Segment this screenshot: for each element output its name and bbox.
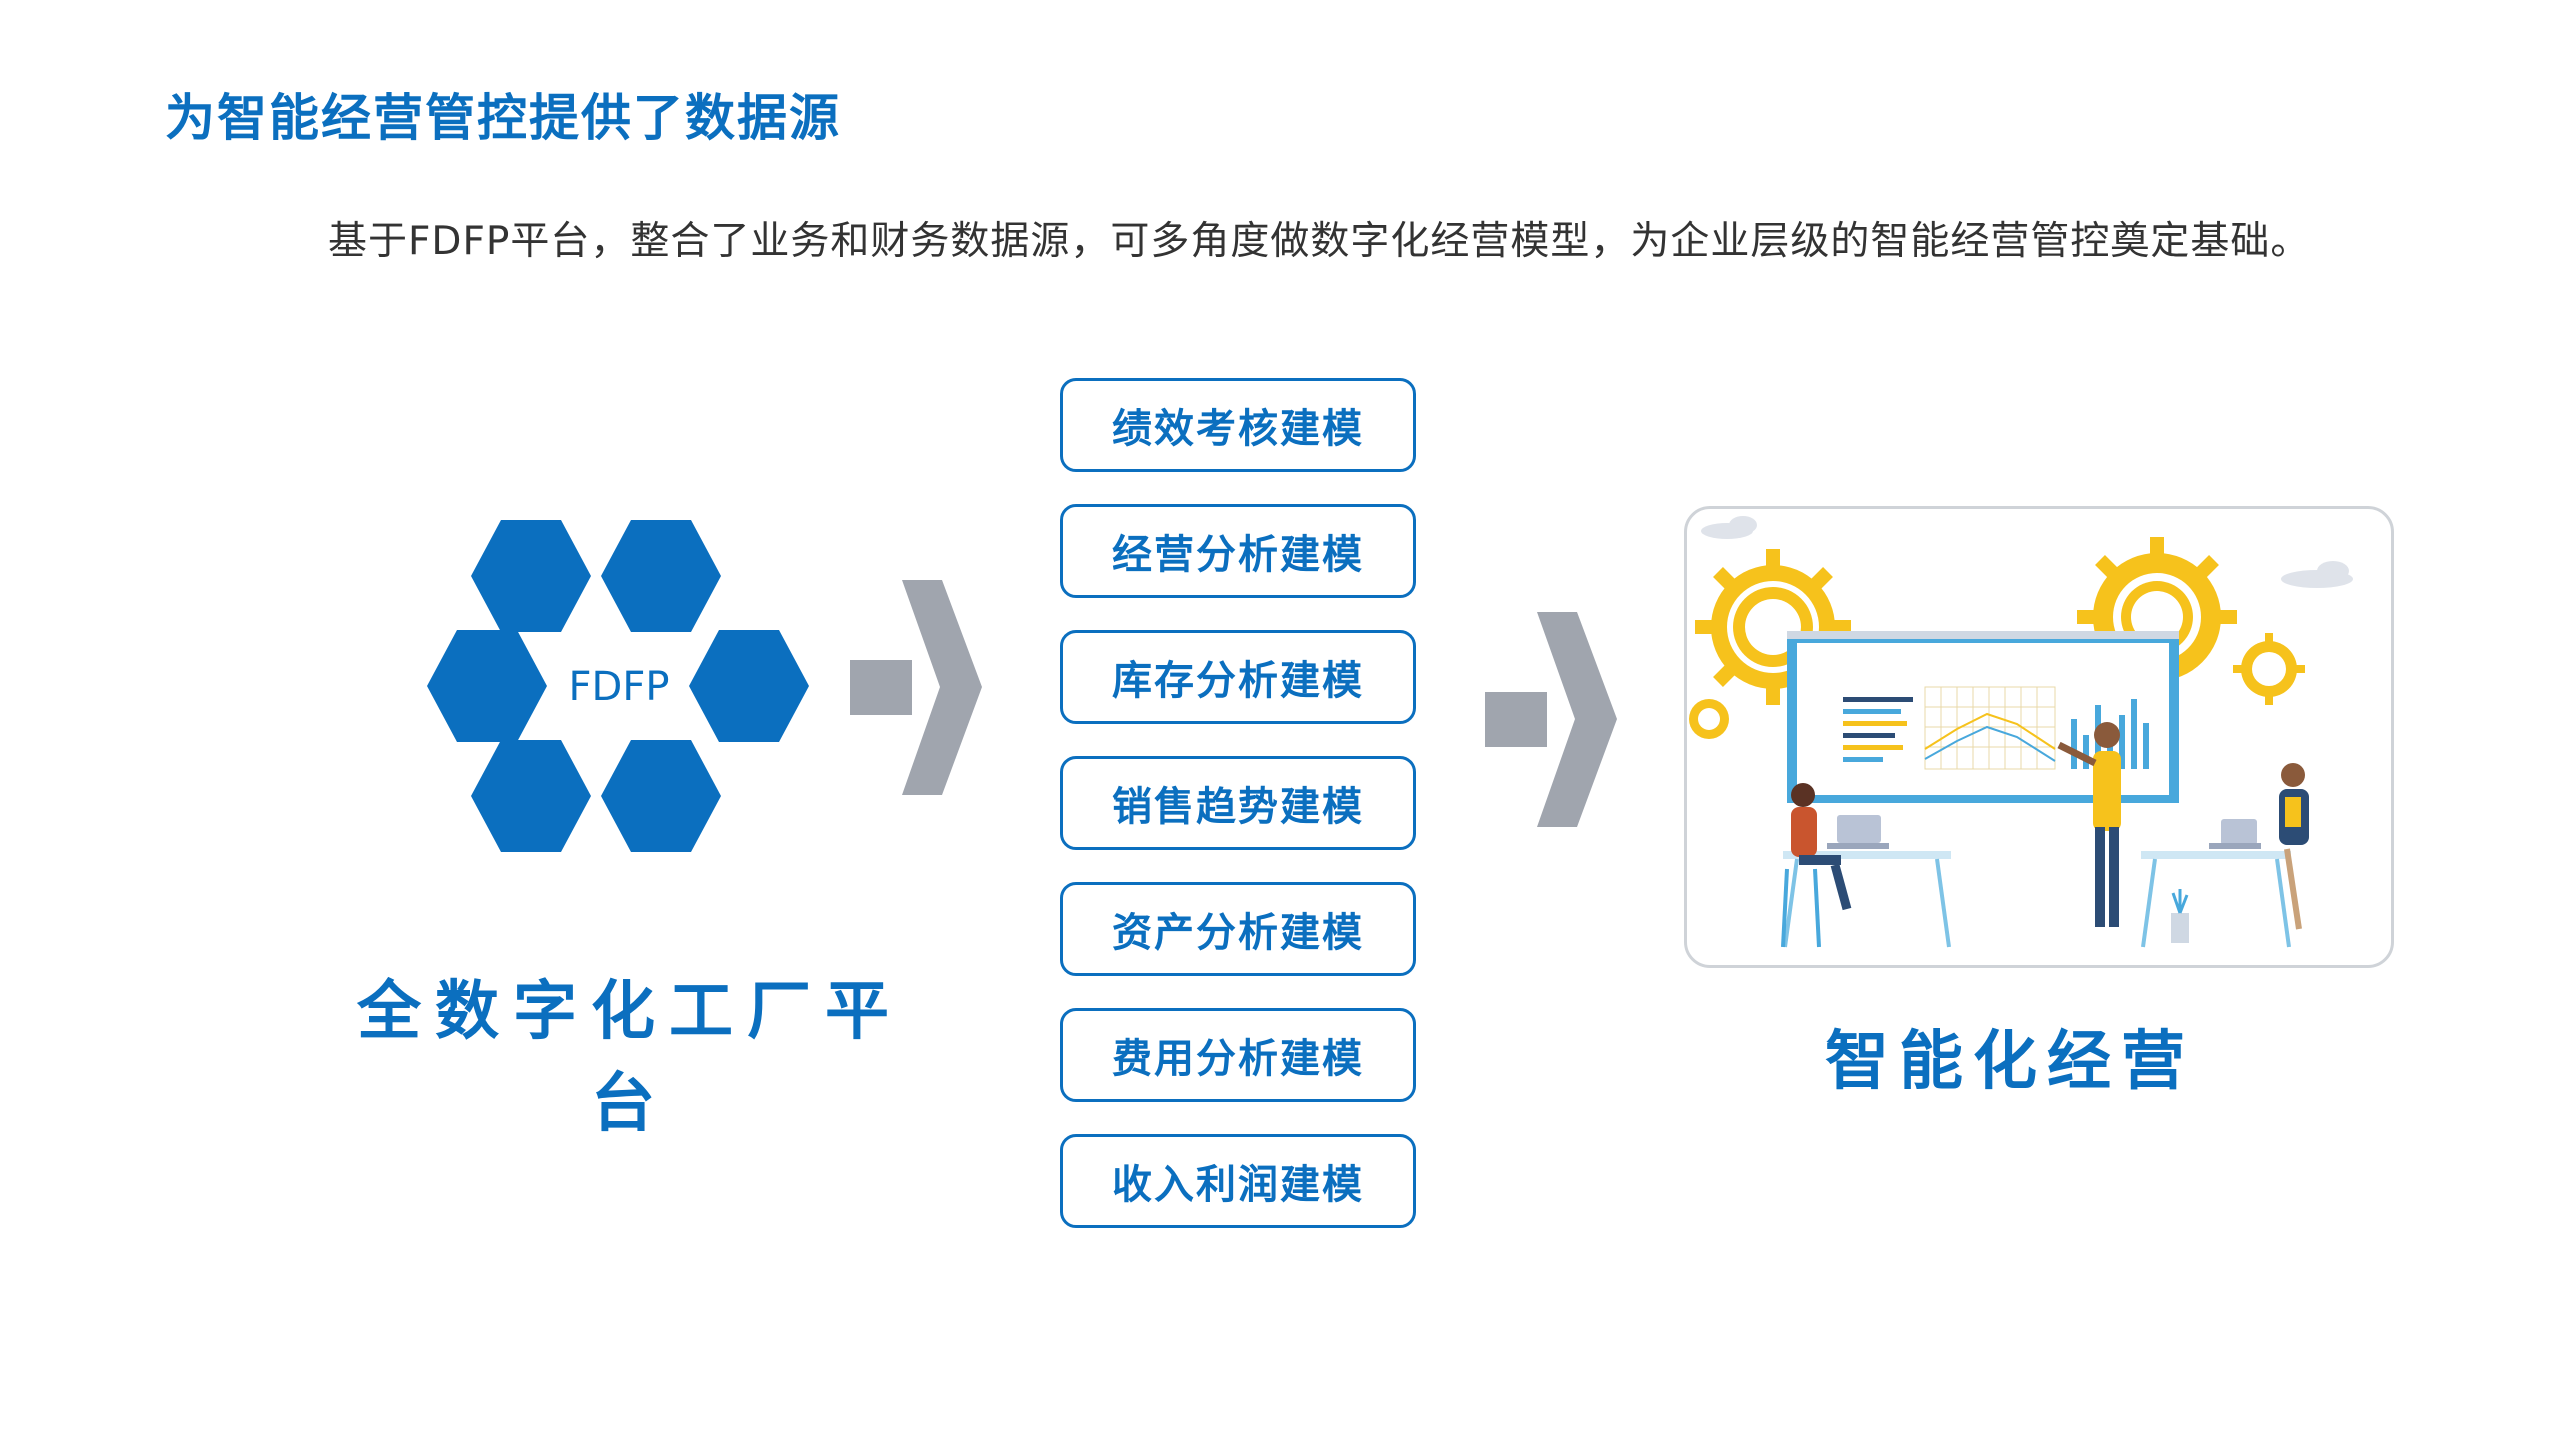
hexagon (689, 630, 809, 742)
platform-label: 全数字化工厂平台 (357, 975, 903, 1141)
seated-person-left (1781, 783, 1852, 948)
desk-left (1783, 815, 1951, 948)
model-box-sales-trend[interactable]: 销售趋势建模 (1060, 756, 1416, 850)
cloud-icon (1701, 516, 2353, 588)
hexagon (471, 740, 591, 852)
fdfp-hexagon-cluster: FDFP (427, 520, 809, 852)
hexagon (471, 520, 591, 632)
model-box-expense[interactable]: 费用分析建模 (1060, 1008, 1416, 1102)
fdfp-hex-label: FDFP (569, 664, 670, 710)
page-title: 为智能经营管控提供了数据源 (165, 89, 841, 147)
presenter-figure (2057, 722, 2121, 927)
page-subtitle: 基于FDFP平台，整合了业务和财务数据源，可多角度做数字化经营模型，为企业层级的… (328, 219, 2311, 264)
model-box-revenue-profit[interactable]: 收入利润建模 (1060, 1134, 1416, 1228)
model-box-operation[interactable]: 经营分析建模 (1060, 504, 1416, 598)
plant-icon (2171, 889, 2189, 943)
model-box-inventory[interactable]: 库存分析建模 (1060, 630, 1416, 724)
analytics-scene (1689, 516, 2353, 948)
hexagon (427, 630, 547, 742)
hexagon (601, 740, 721, 852)
model-box-assets[interactable]: 资产分析建模 (1060, 882, 1416, 976)
desk-right (2141, 819, 2291, 948)
seated-person-right (2279, 763, 2309, 930)
result-label: 智能化经营 (1825, 1025, 2195, 1099)
arrow-right-icon (1485, 612, 1617, 827)
hexagon (601, 520, 721, 632)
business-analytics-illustration (1684, 506, 2394, 968)
arrow-right-icon (850, 580, 982, 795)
gear-icon (1689, 699, 1729, 739)
model-box-performance[interactable]: 绩效考核建模 (1060, 378, 1416, 472)
gear-icon (2233, 633, 2305, 705)
